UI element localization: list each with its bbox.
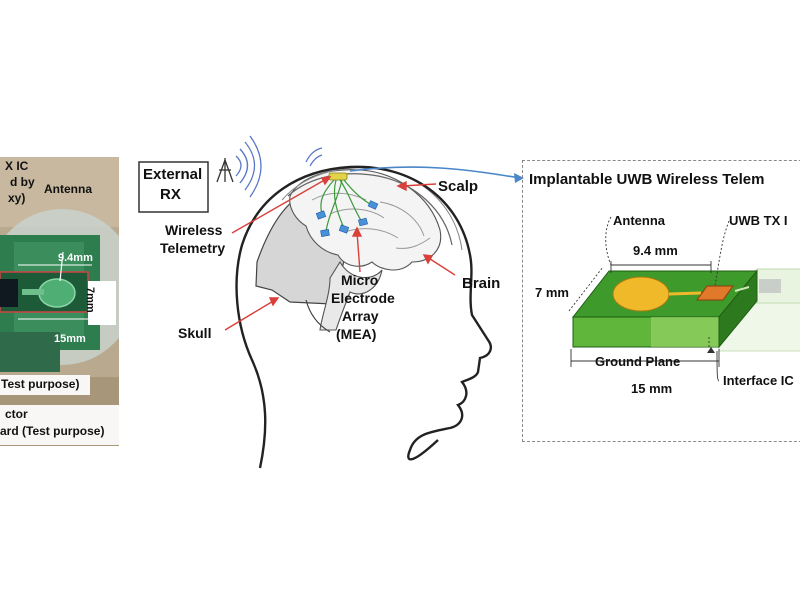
- cerebellum-shape: [319, 260, 383, 331]
- brain-folds: [311, 192, 431, 249]
- mea-electrodes: [315, 200, 379, 237]
- link-arrow-line: [349, 166, 521, 179]
- uwb-dim-9-4: 9.4 mm: [633, 243, 678, 258]
- uwb-board-drawing: [568, 216, 800, 382]
- rx-signal-waves-icon: [235, 135, 262, 198]
- rx-antenna-icon: [216, 158, 234, 183]
- photo-label-connector: ctor: [5, 407, 28, 421]
- link-arrow-head: [514, 173, 524, 183]
- photo-label-antenna: Antenna: [44, 182, 92, 196]
- external-rx-label-1: External: [143, 166, 203, 183]
- implant-signal-waves-icon: [305, 147, 323, 167]
- brain-label: Brain: [462, 275, 501, 292]
- photo-label-ic: X IC: [5, 159, 29, 173]
- mea-label-2: Electrode: [331, 290, 395, 306]
- mea-label-1: Micro: [341, 272, 379, 288]
- uwb-tx-label: UWB TX I: [729, 213, 788, 228]
- photo-dim-length: 15mm: [54, 333, 86, 345]
- prototype-photo-drawing: [0, 157, 119, 446]
- uwb-dim-15: 15 mm: [631, 381, 673, 396]
- photo-label-test: Test purpose): [1, 377, 80, 391]
- wireless-label-2: Telemetry: [160, 240, 226, 256]
- uwb-dim-7: 7 mm: [535, 285, 569, 300]
- head-outline: [235, 165, 492, 469]
- wireless-label-1: Wireless: [165, 222, 223, 238]
- uwb-ground-plane-label: Ground Plane: [595, 354, 681, 369]
- external-rx-box: [138, 161, 209, 213]
- mea-wires: [320, 179, 373, 233]
- photo-label-covered: d by: [10, 175, 35, 189]
- mea-label-4: (MEA): [336, 326, 377, 342]
- uwb-interface-ic-label: Interface IC: [723, 373, 794, 388]
- uwb-panel-title: Implantable UWB Wireless Telem: [529, 171, 765, 188]
- photo-label-epoxy: xy): [8, 191, 26, 205]
- scalp-label: Scalp: [438, 178, 479, 195]
- skull-label: Skull: [178, 325, 212, 341]
- photo-label-board: ard (Test purpose): [0, 424, 105, 438]
- photo-dim-width: 9.4mm: [58, 252, 93, 264]
- external-rx-label-2: RX: [160, 186, 181, 203]
- mea-label-3: Array: [342, 308, 379, 324]
- scalp-line: [287, 173, 453, 246]
- uwb-telemetry-panel: Implantable UWB Wireless Telem Antenna U…: [522, 160, 800, 442]
- scalp-implant: [328, 172, 348, 181]
- uwb-antenna-label: Antenna: [613, 213, 665, 228]
- label-arrows: [224, 176, 456, 331]
- prototype-photo: X IC d by xy) Antenna 9.4mm 7mm 15mm Tes…: [0, 157, 119, 446]
